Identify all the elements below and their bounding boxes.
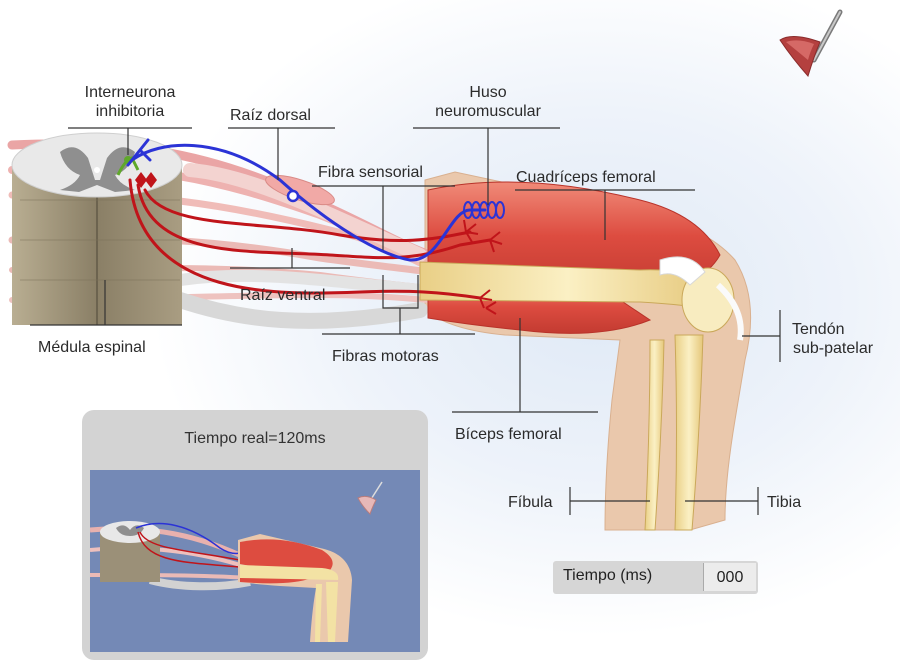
label-ventral-root: Raíz ventral	[240, 286, 325, 305]
time-counter-label: Tiempo (ms)	[563, 567, 652, 585]
spinal-cord-drawing	[12, 133, 182, 325]
real-time-inset-panel: Tiempo real=120ms	[82, 410, 428, 660]
label-quadriceps: Cuadríceps femoral	[516, 168, 656, 187]
label-muscle-spindle-line2: neuromuscular	[410, 102, 566, 121]
label-patellar-tendon-line1: Tendón	[792, 320, 873, 339]
reflex-hammer-icon[interactable]	[772, 8, 852, 80]
label-dorsal-root: Raíz dorsal	[230, 106, 311, 125]
label-biceps-femoris: Bíceps femoral	[455, 425, 562, 444]
label-sensory-fiber: Fibra sensorial	[318, 163, 423, 182]
inset-animation-screen[interactable]	[90, 470, 420, 652]
time-counter: Tiempo (ms) 000	[553, 561, 758, 594]
label-interneuron-line1: Interneurona	[60, 83, 200, 102]
inset-title: Tiempo real=120ms	[82, 430, 428, 448]
label-interneuron: Interneurona inhibitoria	[60, 83, 200, 121]
label-tibia: Tibia	[767, 493, 801, 512]
label-spinal-cord: Médula espinal	[38, 338, 146, 357]
time-counter-value: 000	[703, 563, 756, 591]
label-patellar-tendon: Tendón sub-patelar	[792, 320, 873, 358]
label-muscle-spindle: Huso neuromuscular	[410, 83, 566, 121]
inset-miniature-illustration	[90, 470, 420, 652]
sensory-ganglion-cell	[288, 191, 298, 201]
label-motor-fibers: Fibras motoras	[332, 347, 439, 366]
label-fibula: Fíbula	[508, 493, 552, 512]
label-muscle-spindle-line1: Huso	[410, 83, 566, 102]
label-patellar-tendon-line2: sub-patelar	[793, 339, 873, 358]
label-interneuron-line2: inhibitoria	[60, 102, 200, 121]
